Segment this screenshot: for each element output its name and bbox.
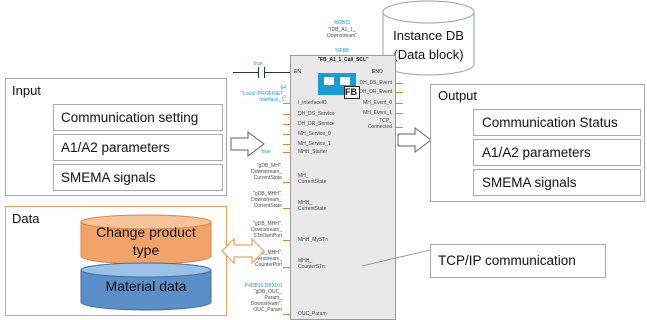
fb-input-interface-id: I_InterfaceID: [298, 100, 327, 106]
change-product-type-label-1: Change product: [96, 224, 196, 240]
en-wire-left: [233, 72, 258, 73]
interface-source-2: Interface_1": [259, 97, 286, 103]
output-item-status: [473, 109, 641, 136]
fb-input-ouc-param: OUC_Param: [298, 311, 327, 317]
change-product-type-label-2: type: [132, 242, 160, 258]
fb-output-tcp-2: Connected: [367, 124, 392, 130]
fb-block: [290, 55, 396, 320]
fb-output-mh-event-1: MH_Event_1: [363, 110, 392, 116]
data-exchange-arrow-icon: [221, 237, 265, 265]
input-item-parameters: [53, 134, 223, 161]
starter-value: true: [262, 149, 271, 155]
instance-db-cylinder: [382, 0, 475, 76]
param-operand-1: "gDB_OUC_: [253, 289, 282, 295]
operand-1-line-1: "gDB_MH".: [256, 163, 282, 169]
input-group-title: Input: [12, 83, 41, 98]
operand-1-line-2: Downstream_: [251, 169, 282, 175]
input-item-communication-label: Communication setting: [61, 110, 199, 125]
operand-3-line-2: Downstream_: [251, 227, 282, 233]
tcp-ip-callout: [430, 244, 606, 278]
operand-4-line-1: "gDB_MHH".: [253, 250, 282, 256]
operand-2-line-3: CurrentState: [253, 203, 282, 209]
param-operand-3: Downstream".: [250, 301, 282, 307]
operand-1-line-3: CurrentState: [253, 175, 282, 181]
output-group-title: Output: [438, 88, 478, 103]
output-arrow-icon: [397, 127, 432, 153]
fb-output-dh-dr-event: DH_DR_Event: [359, 89, 392, 95]
param-address: P#DB16.DBX0.0: [244, 283, 282, 289]
tcp-callout-pointer: [361, 249, 431, 267]
param-operand-2: Param_: [264, 295, 282, 301]
operand-2-line-2: Downstream_: [251, 197, 282, 203]
param-operand-4: OUC_Param: [253, 307, 282, 313]
en-value: true: [254, 61, 263, 67]
material-data-label: Material data: [105, 278, 187, 294]
output-item-status-label: Communication Status: [482, 115, 618, 130]
instance-db-label-2: (Data block): [393, 47, 464, 62]
input-arrow-icon: [230, 131, 265, 157]
output-item-smema-label: SMEMA signals: [482, 175, 577, 190]
en-contact-left: [258, 67, 259, 78]
fb-output-dh-ds-event: DH_DS_Event: [359, 80, 392, 86]
fb-input-mhh-current-state-1: MHH_: [298, 200, 313, 206]
eno-pin-label: ENO: [372, 69, 383, 75]
operand-4-line-3: CounterPort: [255, 262, 282, 268]
input-item-parameters-label: A1/A2 parameters: [61, 140, 170, 155]
input-item-communication: [53, 104, 223, 131]
interface-number: 64: [280, 85, 286, 91]
output-item-smema: [473, 169, 641, 196]
output-item-parameters-label: A1/A2 parameters: [482, 145, 591, 160]
operand-4-line-2: Downstream_: [251, 256, 282, 262]
change-product-type-cylinder: [80, 214, 212, 265]
fb-input-mhh-counter-2: CounterSTn: [298, 264, 325, 270]
fb-input-mhh-starter: MHH_Starter: [298, 149, 328, 155]
fb-output-mh-event-0: MH_Event_0: [363, 100, 392, 106]
data-group-title: Data: [12, 211, 40, 226]
operand-2-line-1: "gDB_MHH".: [253, 191, 282, 197]
fb-input-mh-current-state-2: CurrentState: [298, 179, 327, 185]
en-wire-right: [265, 72, 290, 73]
en-contact-right: [264, 67, 265, 78]
input-item-smema-label: SMEMA signals: [61, 170, 156, 185]
output-item-parameters: [473, 139, 641, 166]
instance-db-name-1: "IDB_A1_1_: [328, 27, 356, 33]
fb-icon-text: FB: [345, 87, 357, 97]
material-data-cylinder: [80, 262, 212, 311]
tcp-ip-callout-label: TCP/IP communication: [438, 253, 576, 268]
operand-3-line-1: "gDB_MHH".: [253, 221, 282, 227]
operand-3-line-3: STnOwnPort: [253, 233, 282, 239]
instance-db-label-1: Instance DB: [393, 28, 464, 43]
instance-db-number: %DB11: [333, 20, 351, 26]
fb-input-mh-service-1: MH_Service_1: [298, 141, 331, 147]
fb-input-mhh-counter-1: MHH_: [298, 258, 313, 264]
fb-input-mh-service-0: MH_Service_0: [298, 131, 331, 137]
interface-source-1: "Local~PROFINET_: [241, 91, 286, 97]
fb-input-dh-dr-service: DH_DR_Service: [298, 121, 335, 127]
input-item-smema: [53, 164, 223, 191]
fb-title: "FB_A1_1_Call_SCL": [317, 57, 369, 63]
fb-number: %FB8: [335, 48, 349, 54]
fb-input-mhh-current-state-2: CurrentState: [298, 206, 327, 212]
fb-output-tcp-1: TCP_: [379, 118, 392, 124]
fb-icon: FB: [318, 73, 360, 99]
fb-input-mh-current-state-1: MH_: [298, 173, 309, 179]
en-pin-label: EN: [294, 69, 301, 75]
fb-input-mhh-mystn: MHH_MySTn: [298, 237, 329, 243]
instance-db-name-2: Downstream": [327, 33, 357, 39]
fb-input-dh-ds-service: DH_DS_Service: [298, 111, 335, 117]
